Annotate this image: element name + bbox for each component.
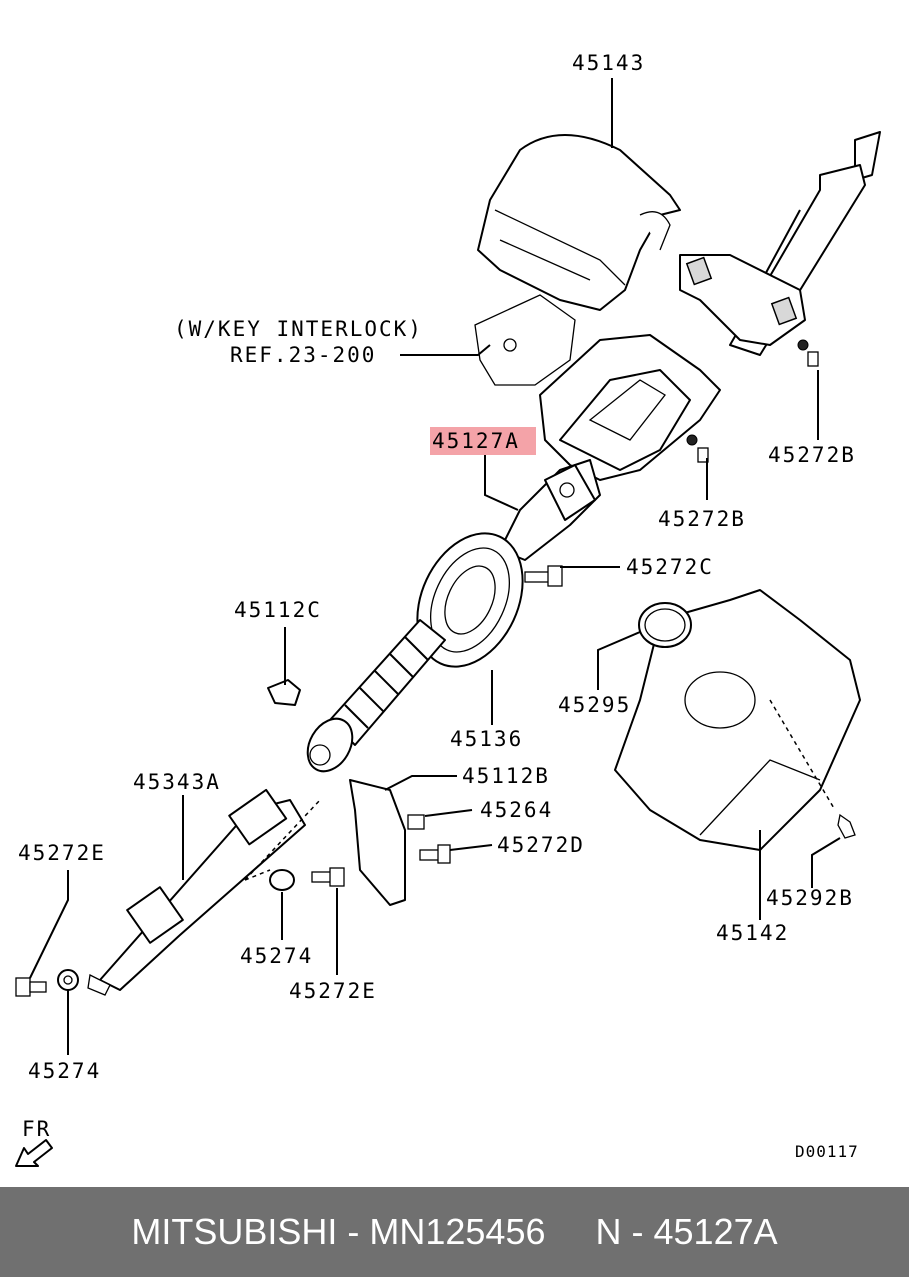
label-45136[interactable]: 45136 <box>450 727 523 751</box>
intermediate-shaft-45127a[interactable] <box>499 459 601 561</box>
nut-45274-left <box>57 969 79 991</box>
lower-shaft-45343a <box>87 788 306 996</box>
dust-cover-45136 <box>416 532 524 668</box>
bolt-45272e-left <box>15 977 47 997</box>
front-direction-arrow-icon: FR <box>15 1117 53 1167</box>
label-45272c[interactable]: 45272C <box>626 555 714 579</box>
label-45272e-center[interactable]: 45272E <box>289 979 377 1003</box>
bolt-45272e-center <box>311 867 345 887</box>
bellows-boot <box>306 619 446 773</box>
part-number-footer: MITSUBISHI - MN125456 N - 45127A <box>0 1187 909 1277</box>
label-45292b[interactable]: 45292B <box>766 886 854 910</box>
bolt-45272b-lower <box>686 434 709 463</box>
label-45142[interactable]: 45142 <box>716 921 789 945</box>
label-45272e-left[interactable]: 45272E <box>18 841 106 865</box>
label-45272d[interactable]: 45272D <box>497 833 585 857</box>
label-45274-left[interactable]: 45274 <box>28 1059 101 1083</box>
bolt-45272d <box>419 844 451 864</box>
steering-column-diagram: 45143 (W/KEY INTERLOCK) REF.23-200 45127… <box>15 51 881 1167</box>
label-interlock-1: (W/KEY INTERLOCK) <box>174 317 423 341</box>
ring-45295 <box>638 602 692 648</box>
label-45274-center[interactable]: 45274 <box>240 944 313 968</box>
key-interlock-bracket <box>474 294 576 386</box>
label-fr: FR <box>22 1117 51 1141</box>
label-interlock-2: REF.23-200 <box>230 343 376 367</box>
label-45272b-upper[interactable]: 45272B <box>768 443 856 467</box>
footer-gap <box>546 1211 596 1253</box>
label-45343a[interactable]: 45343A <box>133 770 221 794</box>
bolt-45272b-upper <box>797 339 819 367</box>
label-45143[interactable]: 45143 <box>572 51 645 75</box>
highlight-45127a <box>430 427 536 455</box>
upper-column-cover <box>477 134 681 311</box>
bracket-45112b <box>349 779 406 906</box>
lower-column-cover <box>614 589 861 851</box>
bolt-45272c <box>524 565 563 587</box>
nut-45274-center <box>269 869 295 891</box>
diagram-code: D00117 <box>795 1142 859 1161</box>
label-45112b[interactable]: 45112B <box>462 764 550 788</box>
nut-45264 <box>407 814 425 830</box>
screw-45292b <box>837 813 856 839</box>
column-mounting-bracket <box>539 254 806 481</box>
label-45272b-lower[interactable]: 45272B <box>658 507 746 531</box>
footer-brand-part: MITSUBISHI - MN125456 <box>131 1211 546 1252</box>
label-45295[interactable]: 45295 <box>558 693 631 717</box>
label-45127a[interactable]: 45127A <box>432 429 520 453</box>
footer-ref: N - 45127A <box>595 1211 778 1252</box>
label-45112c[interactable]: 45112C <box>234 598 322 622</box>
leader-lines <box>29 78 841 1055</box>
label-45264[interactable]: 45264 <box>480 798 553 822</box>
